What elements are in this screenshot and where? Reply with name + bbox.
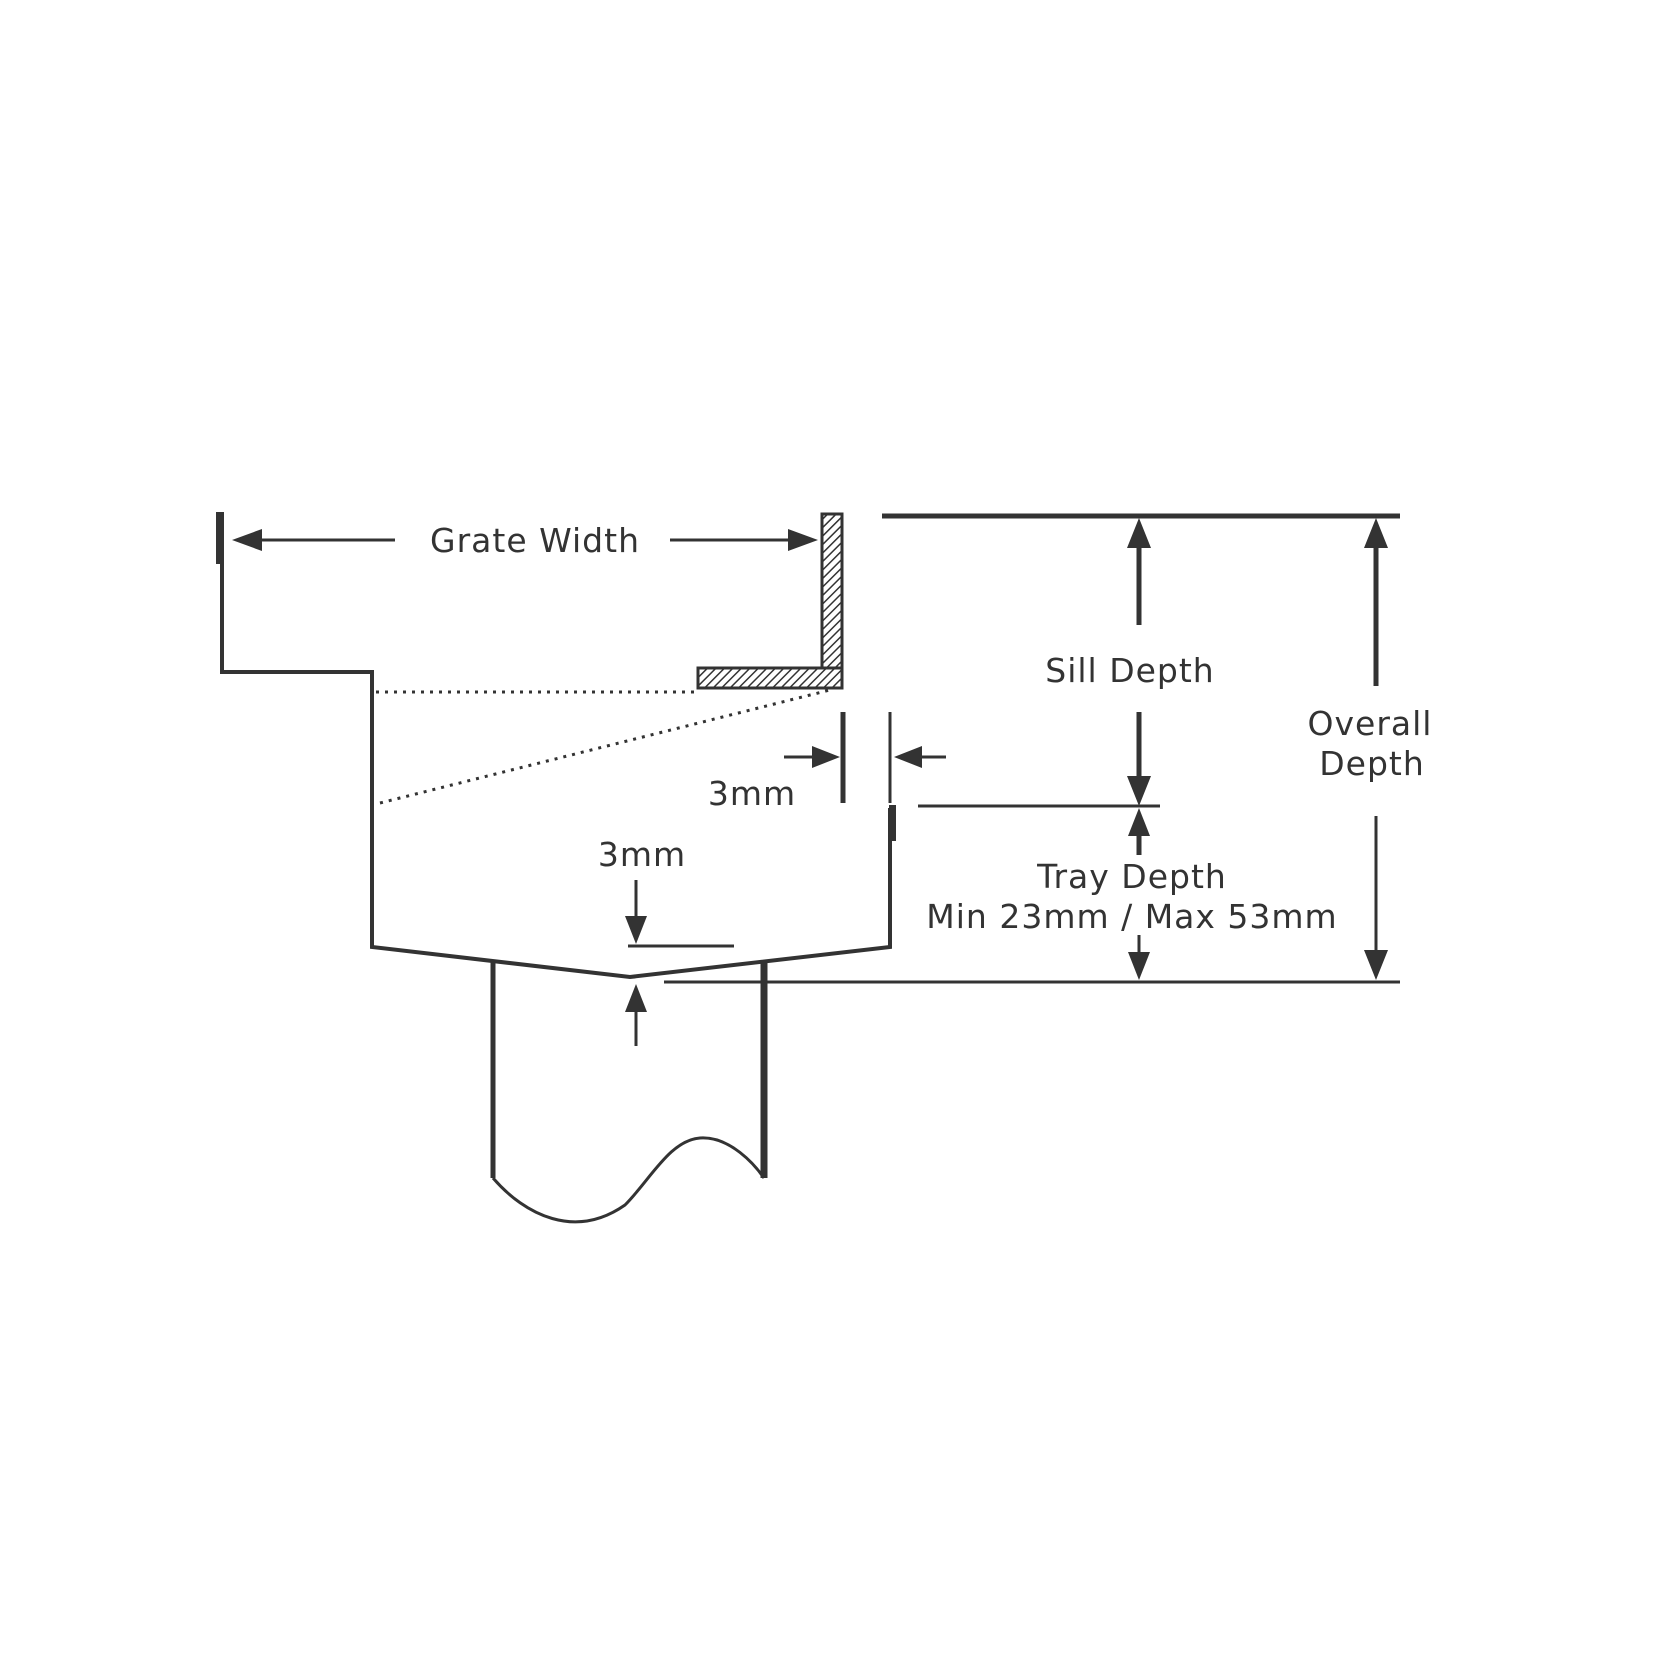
overall-depth-dimension: [1364, 518, 1388, 980]
side-gap-dimension: [784, 712, 946, 803]
overall-depth-label-line2: Depth: [1319, 744, 1425, 783]
sill-depth-dimension: [1127, 518, 1151, 806]
overall-depth-label-line1: Overall: [1308, 704, 1433, 743]
bottom-gap-label: 3mm: [598, 835, 686, 874]
sill-depth-label: Sill Depth: [1045, 651, 1214, 690]
right-wall-tab: [889, 805, 896, 841]
grate-width-dimension: [232, 529, 818, 551]
outlet-pipe: [490, 962, 768, 1224]
tray-depth-label-line1: Tray Depth: [1036, 857, 1227, 896]
tray-depth-dimension: [918, 804, 1160, 980]
angle-frame: [696, 512, 844, 690]
grate-width-label: Grate Width: [430, 521, 640, 560]
tray-depth-label-line2: Min 23mm / Max 53mm: [926, 897, 1337, 936]
bottom-gap-dimension: [625, 880, 734, 1046]
left-edge-tab: [216, 512, 224, 564]
side-gap-label: 3mm: [708, 774, 796, 813]
channel-body-outline: [220, 540, 892, 980]
